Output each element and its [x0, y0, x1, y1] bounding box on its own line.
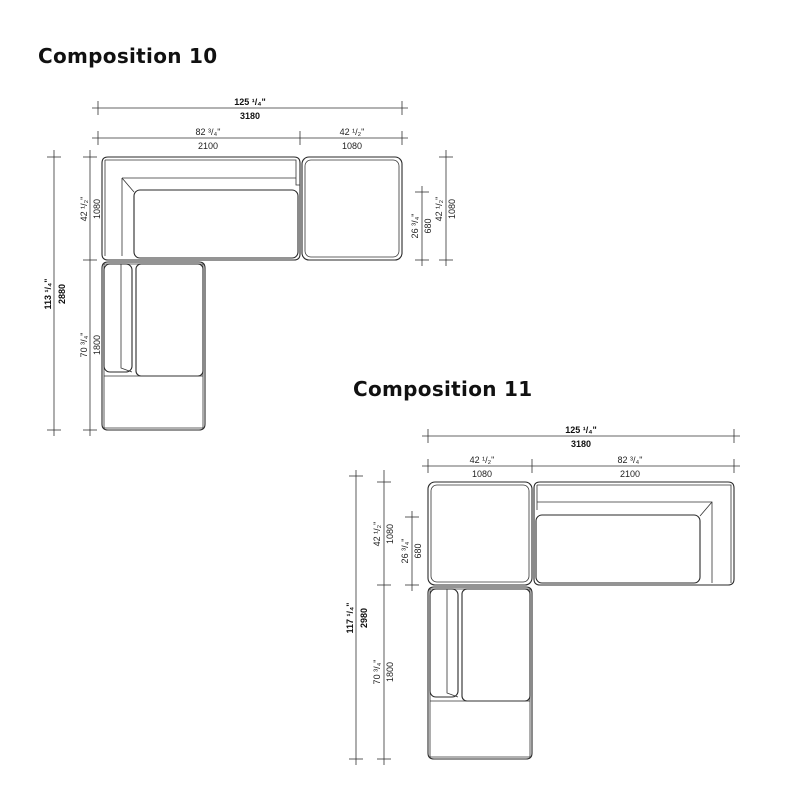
c10-height-1-mm: 1080 [92, 199, 102, 219]
c11-sofa-modules [427, 481, 735, 760]
c10-total-height-in: 113 ¹/₄" [43, 278, 53, 309]
c10-total-width-in: 125 ¹/₄" [234, 97, 266, 107]
composition-10-title: Composition 10 [38, 44, 218, 68]
c10-module-height-dimensions: 42 ¹/₂" 1080 70 ³/₄" 1800 [79, 150, 102, 436]
c11-width-1-mm: 1080 [472, 469, 492, 479]
c10-total-height-mm: 2880 [57, 284, 67, 304]
c10-top-seat-cushion [133, 189, 299, 259]
c11-total-height-mm: 2980 [359, 608, 369, 628]
c10-module-width-dimensions: 82 ³/₄" 2100 42 ¹/₂" 1080 [92, 127, 408, 151]
c10-square-module [301, 156, 403, 261]
c10-width-2-in: 42 ¹/₂" [340, 127, 365, 137]
c11-top-seat-cushion [535, 514, 701, 584]
c11-chaise-seat [461, 588, 531, 702]
c10-width-1-mm: 2100 [198, 141, 218, 151]
c11-total-height-dimension: 117 ¹/₄" 2980 [345, 470, 369, 765]
c11-module-width-dimensions: 42 ¹/₂" 1080 82 ³/₄" 2100 [422, 455, 740, 479]
c10-sofa-modules [101, 156, 403, 431]
c10-width-1-in: 82 ³/₄" [196, 127, 221, 137]
c10-height-2-in: 70 ³/₄" [79, 333, 89, 358]
c10-total-width-dimension: 125 ¹/₄" 3180 [92, 97, 408, 121]
c10-total-height-dimension: 113 ¹/₄" 2880 [43, 150, 67, 436]
c11-total-width-mm: 3180 [571, 439, 591, 449]
c11-height-2-mm: 1800 [385, 662, 395, 682]
c11-chaise-arm [429, 588, 459, 698]
c11-width-2-mm: 2100 [620, 469, 640, 479]
c10-chaise-arm [103, 263, 133, 373]
c10-right-height-1-mm: 680 [423, 218, 433, 233]
c11-total-width-dimension: 125 ¹/₄" 3180 [422, 425, 740, 449]
c11-square-module [427, 481, 533, 586]
c10-right-height-dimensions: 26 ³/₄" 680 42 ¹/₂" 1080 [410, 150, 457, 266]
c11-height-1b-in: 26 ³/₄" [400, 539, 410, 564]
c11-module-height-dimensions: 42 ¹/₂" 1080 70 ³/₄" 1800 26 ³/₄" 680 [372, 470, 423, 765]
c11-height-2-in: 70 ³/₄" [372, 660, 382, 685]
composition-11-title: Composition 11 [353, 377, 533, 401]
c11-total-height-in: 117 ¹/₄" [345, 602, 355, 633]
c11-total-width-in: 125 ¹/₄" [565, 425, 597, 435]
composition-10-drawing: 125 ¹/₄" 3180 82 ³/₄" 2100 42 ¹/₂" 1080 … [43, 97, 457, 436]
c11-width-1-in: 42 ¹/₂" [470, 455, 495, 465]
c10-height-2-mm: 1800 [92, 335, 102, 355]
c10-chaise-seat [135, 263, 204, 377]
composition-11-drawing: 125 ¹/₄" 3180 42 ¹/₂" 1080 82 ³/₄" 2100 … [345, 425, 740, 765]
c10-right-height-2-mm: 1080 [447, 199, 457, 219]
c11-width-2-in: 82 ³/₄" [618, 455, 643, 465]
c10-width-2-mm: 1080 [342, 141, 362, 151]
c10-total-width-mm: 3180 [240, 111, 260, 121]
c11-height-1b-mm: 680 [413, 543, 423, 558]
c10-right-height-1-in: 26 ³/₄" [410, 214, 420, 239]
c10-right-height-2-in: 42 ¹/₂" [434, 197, 444, 222]
c10-height-1-in: 42 ¹/₂" [79, 197, 89, 222]
c11-height-1-mm: 1080 [385, 524, 395, 544]
c11-height-1-in: 42 ¹/₂" [372, 522, 382, 547]
